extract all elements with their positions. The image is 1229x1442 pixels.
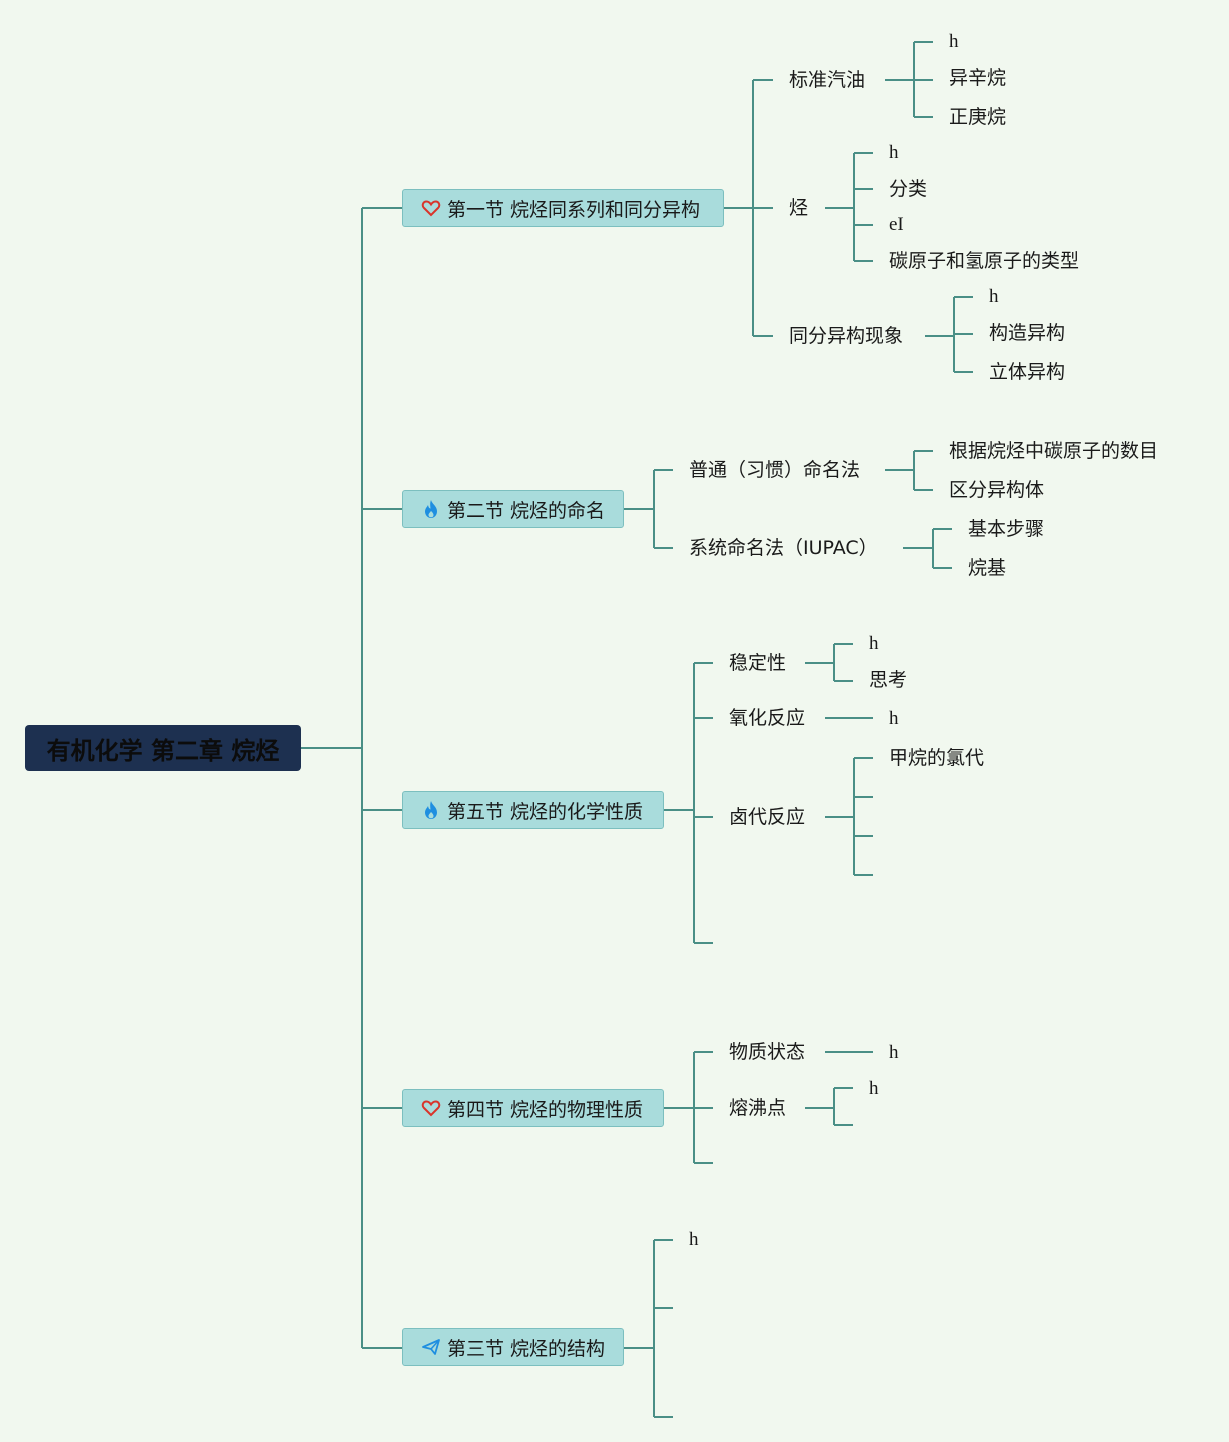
paper-plane-icon: [421, 1337, 441, 1357]
topic-hydrocarbon[interactable]: 烃: [789, 197, 809, 219]
leaf-gasoline-h[interactable]: h: [949, 31, 959, 52]
section-4-topic[interactable]: 第四节 烷烃的物理性质: [402, 1089, 664, 1127]
leaf-carbon-hydrogen-types[interactable]: 碳原子和氢原子的类型: [889, 250, 1080, 272]
leaf-state-h[interactable]: h: [889, 1042, 899, 1063]
leaf-classification[interactable]: 分类: [889, 178, 928, 200]
leaf-stability-h[interactable]: h: [869, 633, 879, 654]
section-3-label: 第三节 烷烃的结构: [447, 1337, 606, 1360]
leaf-melting-h[interactable]: h: [869, 1078, 879, 1099]
leaf-isomerism-h[interactable]: h: [989, 286, 999, 307]
leaf-n-heptane[interactable]: 正庚烷: [949, 106, 1007, 128]
leaf-carbon-count[interactable]: 根据烷烃中碳原子的数目: [949, 440, 1159, 462]
leaf-oxidation-h[interactable]: h: [889, 708, 899, 729]
leaf-structure-h[interactable]: h: [689, 1229, 699, 1250]
topic-stability[interactable]: 稳定性: [729, 652, 787, 674]
section-1-label: 第一节 烷烃同系列和同分异构: [447, 198, 701, 221]
section-2-topic[interactable]: 第二节 烷烃的命名: [402, 490, 624, 528]
heart-icon: [421, 1098, 441, 1118]
topic-common-nomenclature[interactable]: 普通（习惯）命名法: [689, 459, 861, 481]
root-title: 有机化学 第二章 烷烃: [46, 736, 280, 765]
topic-melting-boiling-point[interactable]: 熔沸点: [729, 1097, 787, 1119]
root-topic[interactable]: 有机化学 第二章 烷烃: [25, 725, 301, 771]
section-4-label: 第四节 烷烃的物理性质: [447, 1098, 644, 1121]
leaf-constitutional-isomer[interactable]: 构造异构: [989, 322, 1066, 344]
heart-icon: [421, 198, 441, 218]
flame-icon: [421, 800, 441, 820]
section-5-topic[interactable]: 第五节 烷烃的化学性质: [402, 791, 664, 829]
flame-icon: [421, 499, 441, 519]
leaf-ei[interactable]: eI: [889, 214, 904, 235]
section-3-topic[interactable]: 第三节 烷烃的结构: [402, 1328, 624, 1366]
topic-oxidation[interactable]: 氧化反应: [729, 707, 806, 729]
section-5-label: 第五节 烷烃的化学性质: [447, 800, 644, 823]
topic-standard-gasoline[interactable]: 标准汽油: [789, 69, 866, 91]
leaf-isooctane[interactable]: 异辛烷: [949, 67, 1007, 89]
leaf-stereoisomer[interactable]: 立体异构: [989, 361, 1066, 383]
section-1-topic[interactable]: 第一节 烷烃同系列和同分异构: [402, 189, 724, 227]
leaf-think[interactable]: 思考: [869, 669, 908, 691]
leaf-methane-chlorination[interactable]: 甲烷的氯代: [889, 747, 985, 769]
section-2-label: 第二节 烷烃的命名: [447, 499, 606, 522]
topic-halogenation[interactable]: 卤代反应: [729, 806, 806, 828]
leaf-distinguish-isomers[interactable]: 区分异构体: [949, 479, 1045, 501]
topic-isomerism[interactable]: 同分异构现象: [789, 325, 904, 347]
leaf-basic-steps[interactable]: 基本步骤: [968, 518, 1045, 540]
topic-physical-state[interactable]: 物质状态: [729, 1041, 806, 1063]
leaf-alkyl[interactable]: 烷基: [968, 557, 1007, 579]
leaf-hydrocarbon-h[interactable]: h: [889, 142, 899, 163]
topic-iupac-nomenclature[interactable]: 系统命名法（IUPAC）: [689, 537, 878, 559]
